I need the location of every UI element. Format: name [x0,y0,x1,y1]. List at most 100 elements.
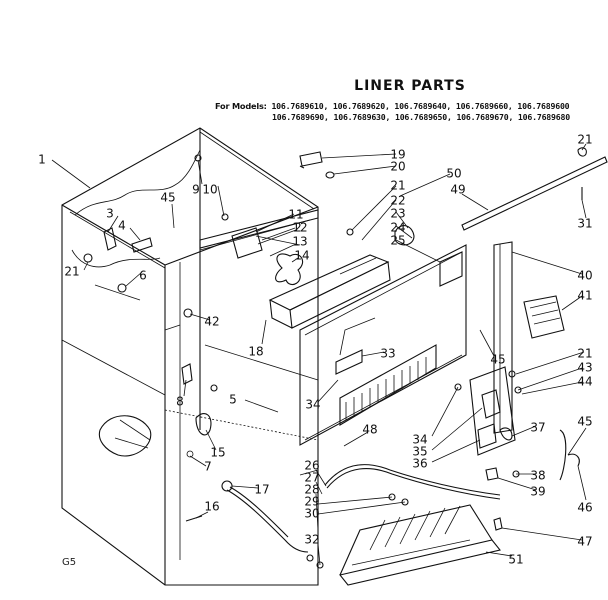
fan-motor-assembly [231,227,304,285]
callout-number: 15 [210,446,225,460]
evaporator-cover-panel [299,244,467,446]
callout-number: 3 [106,207,114,221]
leader-line [83,261,89,271]
leader-line [497,477,537,491]
callout-number: 49 [450,183,465,197]
models-list-1: 106.7689610, 106.7689620, 106.7689640, 1… [271,101,570,111]
drain-pan-assembly [306,493,503,586]
callout-number: 10 [202,183,217,197]
leader-line [501,527,583,541]
callout-number: 34 [305,398,320,412]
leader-line [317,501,406,515]
leader-line [261,319,267,345]
leader-line [317,379,339,403]
models-line-1: For Models: 106.7689610, 106.7689620, 10… [215,101,570,111]
callout-number: 26 [304,459,319,473]
models-list-2: 106.7689690, 106.7689630, 106.7689650, 1… [272,112,570,122]
leader-line [485,551,513,557]
callout-number: 14 [294,249,309,263]
leader-line [257,229,297,245]
callout-number: 37 [530,421,545,435]
callout-number: 23 [390,207,405,221]
callout-number: 40 [577,269,592,283]
leader-line [343,431,369,447]
models-line-2: 106.7689690, 106.7689630, 106.7689650, 1… [272,112,570,122]
control-bracket-parts [324,241,580,500]
callout-number: 27 [304,471,319,485]
callout-number: 39 [530,485,545,499]
leader-line [125,271,143,287]
callout-number: 35 [412,445,427,459]
callout-number: 38 [530,469,545,483]
callout-number: 4 [118,219,126,233]
callout-number: 45 [490,353,505,367]
callout-number: 5 [229,393,237,407]
callout-number: 2 [294,221,302,235]
leader-line [51,159,91,189]
callout-number: 30 [304,507,319,521]
leader-line [395,211,409,229]
callout-number: 46 [577,501,592,515]
leader-line [479,329,495,357]
callout-number: 32 [304,533,319,547]
callout-number: 34 [412,433,427,447]
callout-number: 12 [292,221,307,235]
leader-line [333,165,397,175]
callout-number: 33 [380,347,395,361]
leader-line [317,496,393,505]
callout-number: 25 [390,234,405,248]
callout-number: 9 [192,183,200,197]
leader-line [511,251,583,275]
callout-number: 7 [204,460,212,474]
leader-line [261,227,296,241]
callout-number: 45 [160,191,175,205]
callout-number: 13 [292,235,307,249]
callout-number: 20 [390,160,405,174]
leader-line [183,379,187,397]
leader-line [581,199,587,219]
callout-number: 16 [204,500,219,514]
leader-line [351,185,397,231]
light-shield-and-rail [299,147,608,231]
leader-line [361,199,397,241]
leader-line [461,193,489,211]
leader-line [189,455,207,467]
callout-number: 42 [204,315,219,329]
callout-number: 29 [304,495,319,509]
leader-line [431,386,459,437]
models-label: For Models: [215,101,267,111]
callout-number: 50 [446,167,461,181]
callout-number: 41 [577,289,592,303]
leader-line [431,407,483,451]
cabinet-liner [61,127,319,586]
leader-line [195,511,209,519]
leader-line [315,481,323,495]
callout-number: 45 [577,415,592,429]
callout-leader-lines [51,143,587,566]
callout-number: 11 [288,208,303,222]
callout-number: 21 [64,265,79,279]
leader-line [315,493,319,531]
leader-line [315,469,327,487]
callout-number: 28 [304,483,319,497]
leader-line [581,143,587,151]
leader-line [577,465,587,501]
leader-line [317,543,321,566]
callout-number: 6 [139,269,147,283]
callout-number: 47 [577,535,592,549]
callout-number: 8 [176,395,184,409]
leader-line [567,427,587,456]
leader-line [431,439,481,463]
leader-line [107,215,119,233]
callout-number: 21 [577,133,592,147]
callout-number: 24 [390,221,405,235]
callout-number: 21 [390,179,405,193]
leader-line [395,239,441,263]
callout-number: 21 [577,347,592,361]
callout-number: 31 [577,217,592,231]
leader-line [269,243,297,257]
leader-line [517,367,583,391]
callout-number: 17 [254,483,269,497]
callout-number: 44 [577,375,592,389]
